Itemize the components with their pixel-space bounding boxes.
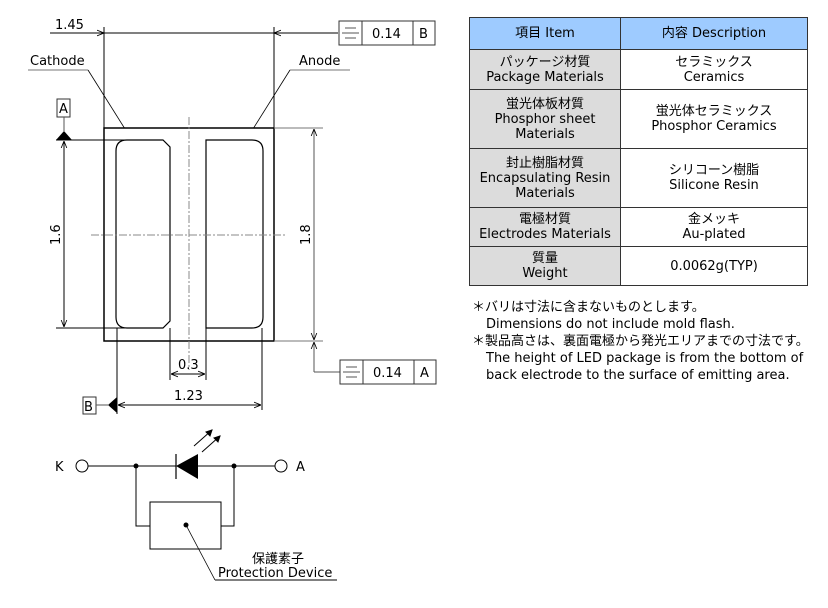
note-1-en: Dimensions do not include mold flash. [486,317,735,332]
dimension-label-1-6: 1.6 [49,224,64,245]
note-1-jp: ＊バリは寸法に含まないものとします。 [472,300,705,315]
description-cell: 0.0062g(TYP) [620,246,808,286]
datum-b-label: B [84,400,93,415]
terminal-k [75,459,89,473]
datum-b: B [82,396,117,415]
table-header-row: 項目 Item 内容 Description [469,17,808,50]
terminal-a [274,459,288,473]
tolerance-frame-b: 0.14 B [338,20,436,46]
dimension-height-right: 1.8 [274,127,340,373]
terminal-k-label: K [55,460,64,475]
notes: ＊バリは寸法に含まないものとします。 Dimensions do not inc… [472,299,809,384]
led-diode-icon [175,429,221,479]
tolerance-frame-a: 0.14 A [339,359,437,385]
protection-device-label-jp: 保護素子 [252,551,304,567]
datum-a-label: A [59,102,68,117]
terminal-a-label: A [296,460,305,475]
anode-pad [205,139,264,329]
note-2-en-line1: The height of LED package is from the bo… [486,351,804,366]
dimension-pad-span: 1.23 [116,328,263,414]
cathode-label: Cathode [30,54,85,69]
cathode-pad [115,139,171,329]
symmetry-icon [342,27,359,39]
circuit-schematic: K A 保護素子 Protection Device [55,429,337,581]
dimension-gap: 0.3 [169,328,207,380]
datum-a: A [56,98,72,140]
header-item: 項目 Item [469,17,621,50]
note-2-en-line2: back electrode to the surface of emittin… [486,368,790,383]
note-2-jp: ＊製品高さは、裏面電極から発光エリアまでの寸法です。 [472,334,809,349]
tolerance-datum: B [419,27,428,42]
symmetry-icon [343,366,360,378]
dimension-label-0-3: 0.3 [178,358,199,373]
protection-device-label-en: Protection Device [218,566,332,581]
tolerance-value: 0.14 [372,27,401,42]
tolerance-value: 0.14 [373,366,402,381]
dimension-width-top: 1.45 [50,18,338,130]
dimension-label-1-8: 1.8 [299,224,314,245]
anode-label: Anode [299,54,340,69]
dimension-height-left: 1.6 [49,139,127,329]
tolerance-datum: A [420,366,429,381]
header-description: 内容 Description [620,17,808,50]
dimension-label-1-45: 1.45 [55,18,84,33]
dimension-label-1-23: 1.23 [174,389,203,404]
